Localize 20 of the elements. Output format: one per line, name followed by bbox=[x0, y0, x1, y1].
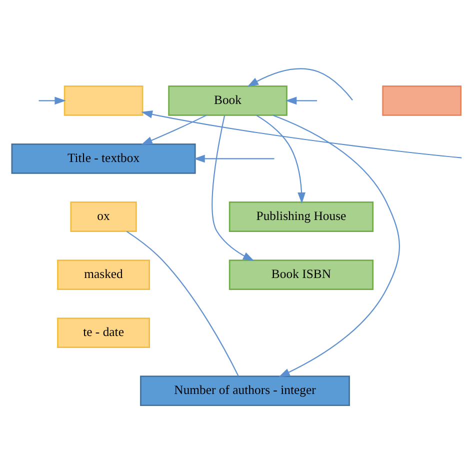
arrow bbox=[194, 154, 274, 163]
arrow bbox=[141, 110, 462, 158]
node-box: te - date bbox=[57, 318, 150, 348]
arrow bbox=[285, 96, 318, 105]
arrow bbox=[141, 114, 207, 145]
arrow bbox=[212, 115, 254, 261]
node-box: Book ISBN bbox=[228, 260, 374, 290]
node-box: masked bbox=[57, 260, 150, 290]
node-box: ox bbox=[70, 202, 137, 232]
node-box: Publishing House bbox=[228, 202, 374, 232]
node-box: Book bbox=[168, 85, 288, 116]
node-box bbox=[382, 85, 462, 116]
arrow bbox=[256, 114, 306, 204]
node-box: Title - textbox bbox=[11, 144, 196, 174]
arrow bbox=[247, 68, 353, 100]
arrow bbox=[38, 96, 66, 105]
arrow bbox=[272, 114, 400, 378]
node-box bbox=[64, 85, 144, 116]
node-box: Number of authors - integer bbox=[140, 376, 350, 406]
connector bbox=[126, 230, 239, 377]
